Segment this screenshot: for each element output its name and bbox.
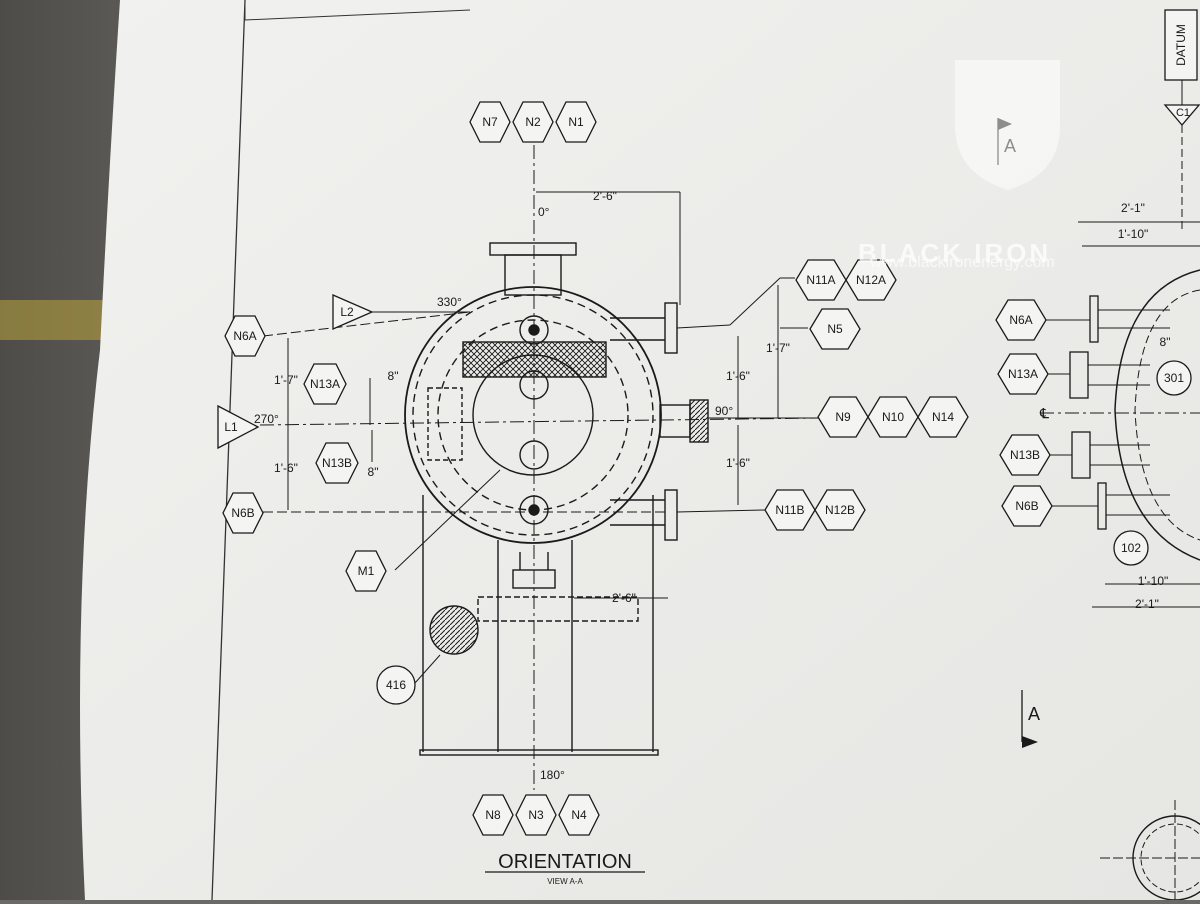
nozzle-tag-m1: M1 [358, 564, 375, 578]
side-dim-bottom-1: 1'-10" [1138, 574, 1169, 588]
nozzle-group-top: N7 N2 N1 [469, 101, 597, 143]
nozzle-tag-n4: N4 [571, 808, 587, 822]
side-dim-top-1: 2'-1" [1121, 201, 1145, 215]
dim-bottom-offset: 2'-6" [612, 591, 636, 605]
nozzle-tag-n7: N7 [482, 115, 498, 129]
dim-n13a-offset: 8" [388, 369, 399, 383]
dim-left-lower: 1'-6" [274, 461, 298, 475]
item-number-301: 301 [1164, 371, 1184, 385]
angle-90: 90° [715, 404, 733, 418]
angle-180: 180° [540, 768, 565, 782]
instrument-tag-l1: L1 [224, 420, 238, 434]
shield-icon [955, 60, 1060, 190]
dim-n13b-offset: 8" [368, 465, 379, 479]
nozzle-tag-n12b: N12B [825, 503, 855, 517]
nozzle-tag-n2: N2 [525, 115, 541, 129]
centerline-symbol: ℄ [1039, 405, 1049, 421]
side-elevation-view: DATUM C1 ℄ N6A N13A N13B N6B [995, 9, 1200, 901]
nozzle-tag-n9: N9 [835, 410, 851, 424]
drawing-title: ORIENTATION [498, 851, 632, 873]
watermark-brand: BLACK IRON [858, 238, 1051, 268]
paper-sheet [80, 0, 1200, 900]
nozzle-tag-n5: N5 [827, 322, 843, 336]
datum-ref: C1 [1176, 107, 1190, 119]
leader-lines [259, 145, 821, 790]
angle-330: 330° [437, 295, 462, 309]
border-line [211, 0, 246, 901]
drawing-subtitle: VIEW A-A [547, 877, 583, 886]
nozzle-tag-n11b: N11B [775, 503, 804, 517]
watermark: BLACK IRON www.blackironenergy.com [858, 60, 1060, 271]
nozzle-tag-n13b: N13B [322, 456, 352, 470]
dim-top-offset: 2'-6" [593, 189, 617, 203]
angle-270: 270° [254, 412, 279, 426]
nozzle-group-n11a-n12a: N11A N12A [795, 259, 897, 301]
nozzle-group-n9-n10-n14: N9 N10 N14 [817, 396, 969, 438]
side-tag-n13a: N13A [1008, 367, 1038, 381]
instrument-tag-l2: L2 [340, 305, 354, 319]
dim-left-upper: 1'-7" [274, 373, 298, 387]
nozzle-tag-n12a: N12A [856, 273, 886, 287]
datum-label: DATUM [1174, 24, 1188, 66]
dim-right-upper-b: 1'-6" [726, 369, 750, 383]
side-dim-top-2: 1'-10" [1118, 227, 1149, 241]
nozzle-tag-n14: N14 [932, 410, 954, 424]
dim-right-upper-a: 1'-7" [766, 341, 790, 355]
nozzle-tag-n8: N8 [485, 808, 501, 822]
item-416-fitting [429, 605, 479, 655]
section-marker-lower: A [1021, 690, 1040, 748]
nozzle-tag-n10: N10 [882, 410, 904, 424]
nozzle-group-bottom: N8 N3 N4 [472, 794, 600, 836]
nozzle-group-n11b-n12b: N11B N12B [764, 489, 866, 531]
svg-text:A: A [1028, 704, 1040, 724]
side-dim-8: 8" [1160, 335, 1171, 349]
side-tag-n6b: N6B [1015, 499, 1038, 513]
nozzle-tag-n3: N3 [528, 808, 544, 822]
item-number-416: 416 [386, 678, 406, 692]
item-number-102: 102 [1121, 541, 1141, 555]
dim-right-lower: 1'-6" [726, 456, 750, 470]
nozzle-tag-n13a: N13A [310, 377, 340, 391]
vessel-shell [404, 286, 662, 544]
nozzle-tag-n6a: N6A [233, 329, 256, 343]
side-tag-n13b: N13B [1010, 448, 1040, 462]
nozzle-tag-n1: N1 [568, 115, 584, 129]
nozzle-group-n5: N5 [809, 308, 861, 350]
nozzle-tag-n6b: N6B [231, 506, 254, 520]
side-tag-n6a: N6A [1009, 313, 1032, 327]
left-nozzle-tags: N6A N13A N13B N6B M1 L2 L1 416 [217, 294, 416, 705]
angle-0: 0° [538, 205, 550, 219]
watermark-url: www.blackironenergy.com [869, 254, 1055, 271]
side-dim-bottom-2: 2'-1" [1135, 597, 1159, 611]
nozzle-tag-n11a: N11A [806, 273, 835, 287]
